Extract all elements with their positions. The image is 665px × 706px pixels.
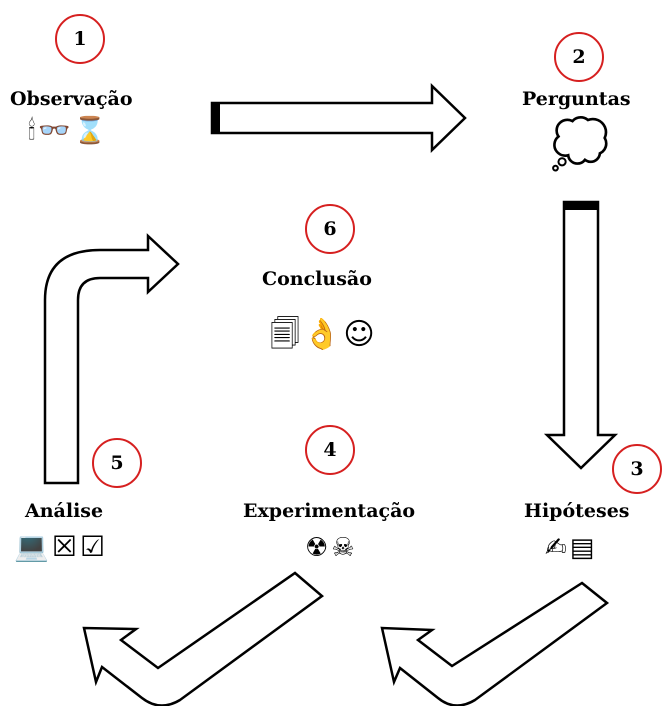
step-number-2: 2 [554, 32, 604, 82]
step-number-1: 1 [55, 14, 105, 64]
step-label-observacao: Observação [10, 88, 133, 110]
icon-group-perguntas: 💭 [550, 120, 613, 168]
hourglass-icon: ⌛ [73, 116, 107, 146]
step-number-5: 5 [92, 438, 142, 488]
documents-icon: 🗐 [270, 317, 300, 352]
icon-group-experimentacao: ☢☠ [305, 535, 358, 561]
arrow-experimentacao-to-analise [82, 571, 325, 706]
arrow-perguntas-to-hipoteses [543, 200, 619, 470]
step-label-conclusao: Conclusão [262, 268, 372, 290]
thought-cloud-icon: 💭 [550, 116, 610, 172]
arrow-tail-band [564, 202, 598, 210]
icon-group-conclusao: 🗐👌☺ [270, 320, 378, 350]
laptop-icon: 💻 [14, 530, 49, 563]
ballot-x-icon: ☒ [51, 530, 77, 563]
writing-hand-icon: ✍ [545, 533, 567, 563]
document-icon: ▤ [569, 533, 595, 563]
icon-group-hipoteses: ✍▤ [545, 535, 597, 561]
step-label-experimentacao: Experimentação [243, 500, 416, 522]
skull-crossbones-icon: ☠ [331, 533, 355, 563]
glasses-icon: 👓 [38, 116, 71, 146]
step-label-analise: Análise [25, 500, 104, 522]
arrow-hipoteses-to-experimentacao [380, 581, 610, 706]
arrow-tail-band [212, 103, 220, 133]
arrow-observacao-to-perguntas [210, 83, 467, 153]
checkbox-icon: ☑ [79, 530, 106, 563]
step-label-hipoteses: Hipóteses [524, 500, 630, 522]
step-label-perguntas: Perguntas [522, 88, 631, 110]
arrow-analise-to-conclusao [43, 233, 180, 485]
icon-group-analise: 💻☒☑ [14, 533, 108, 561]
ok-hand-icon: 👌 [302, 317, 341, 352]
candle-icon: 🕯 [28, 116, 36, 146]
smiley-icon: ☺ [343, 317, 375, 352]
step-number-3: 3 [612, 444, 662, 494]
radiation-icon: ☢ [305, 533, 329, 563]
step-number-4: 4 [305, 425, 355, 475]
step-number-6: 6 [305, 204, 355, 254]
icon-group-observacao: 🕯👓⌛ [28, 118, 109, 144]
